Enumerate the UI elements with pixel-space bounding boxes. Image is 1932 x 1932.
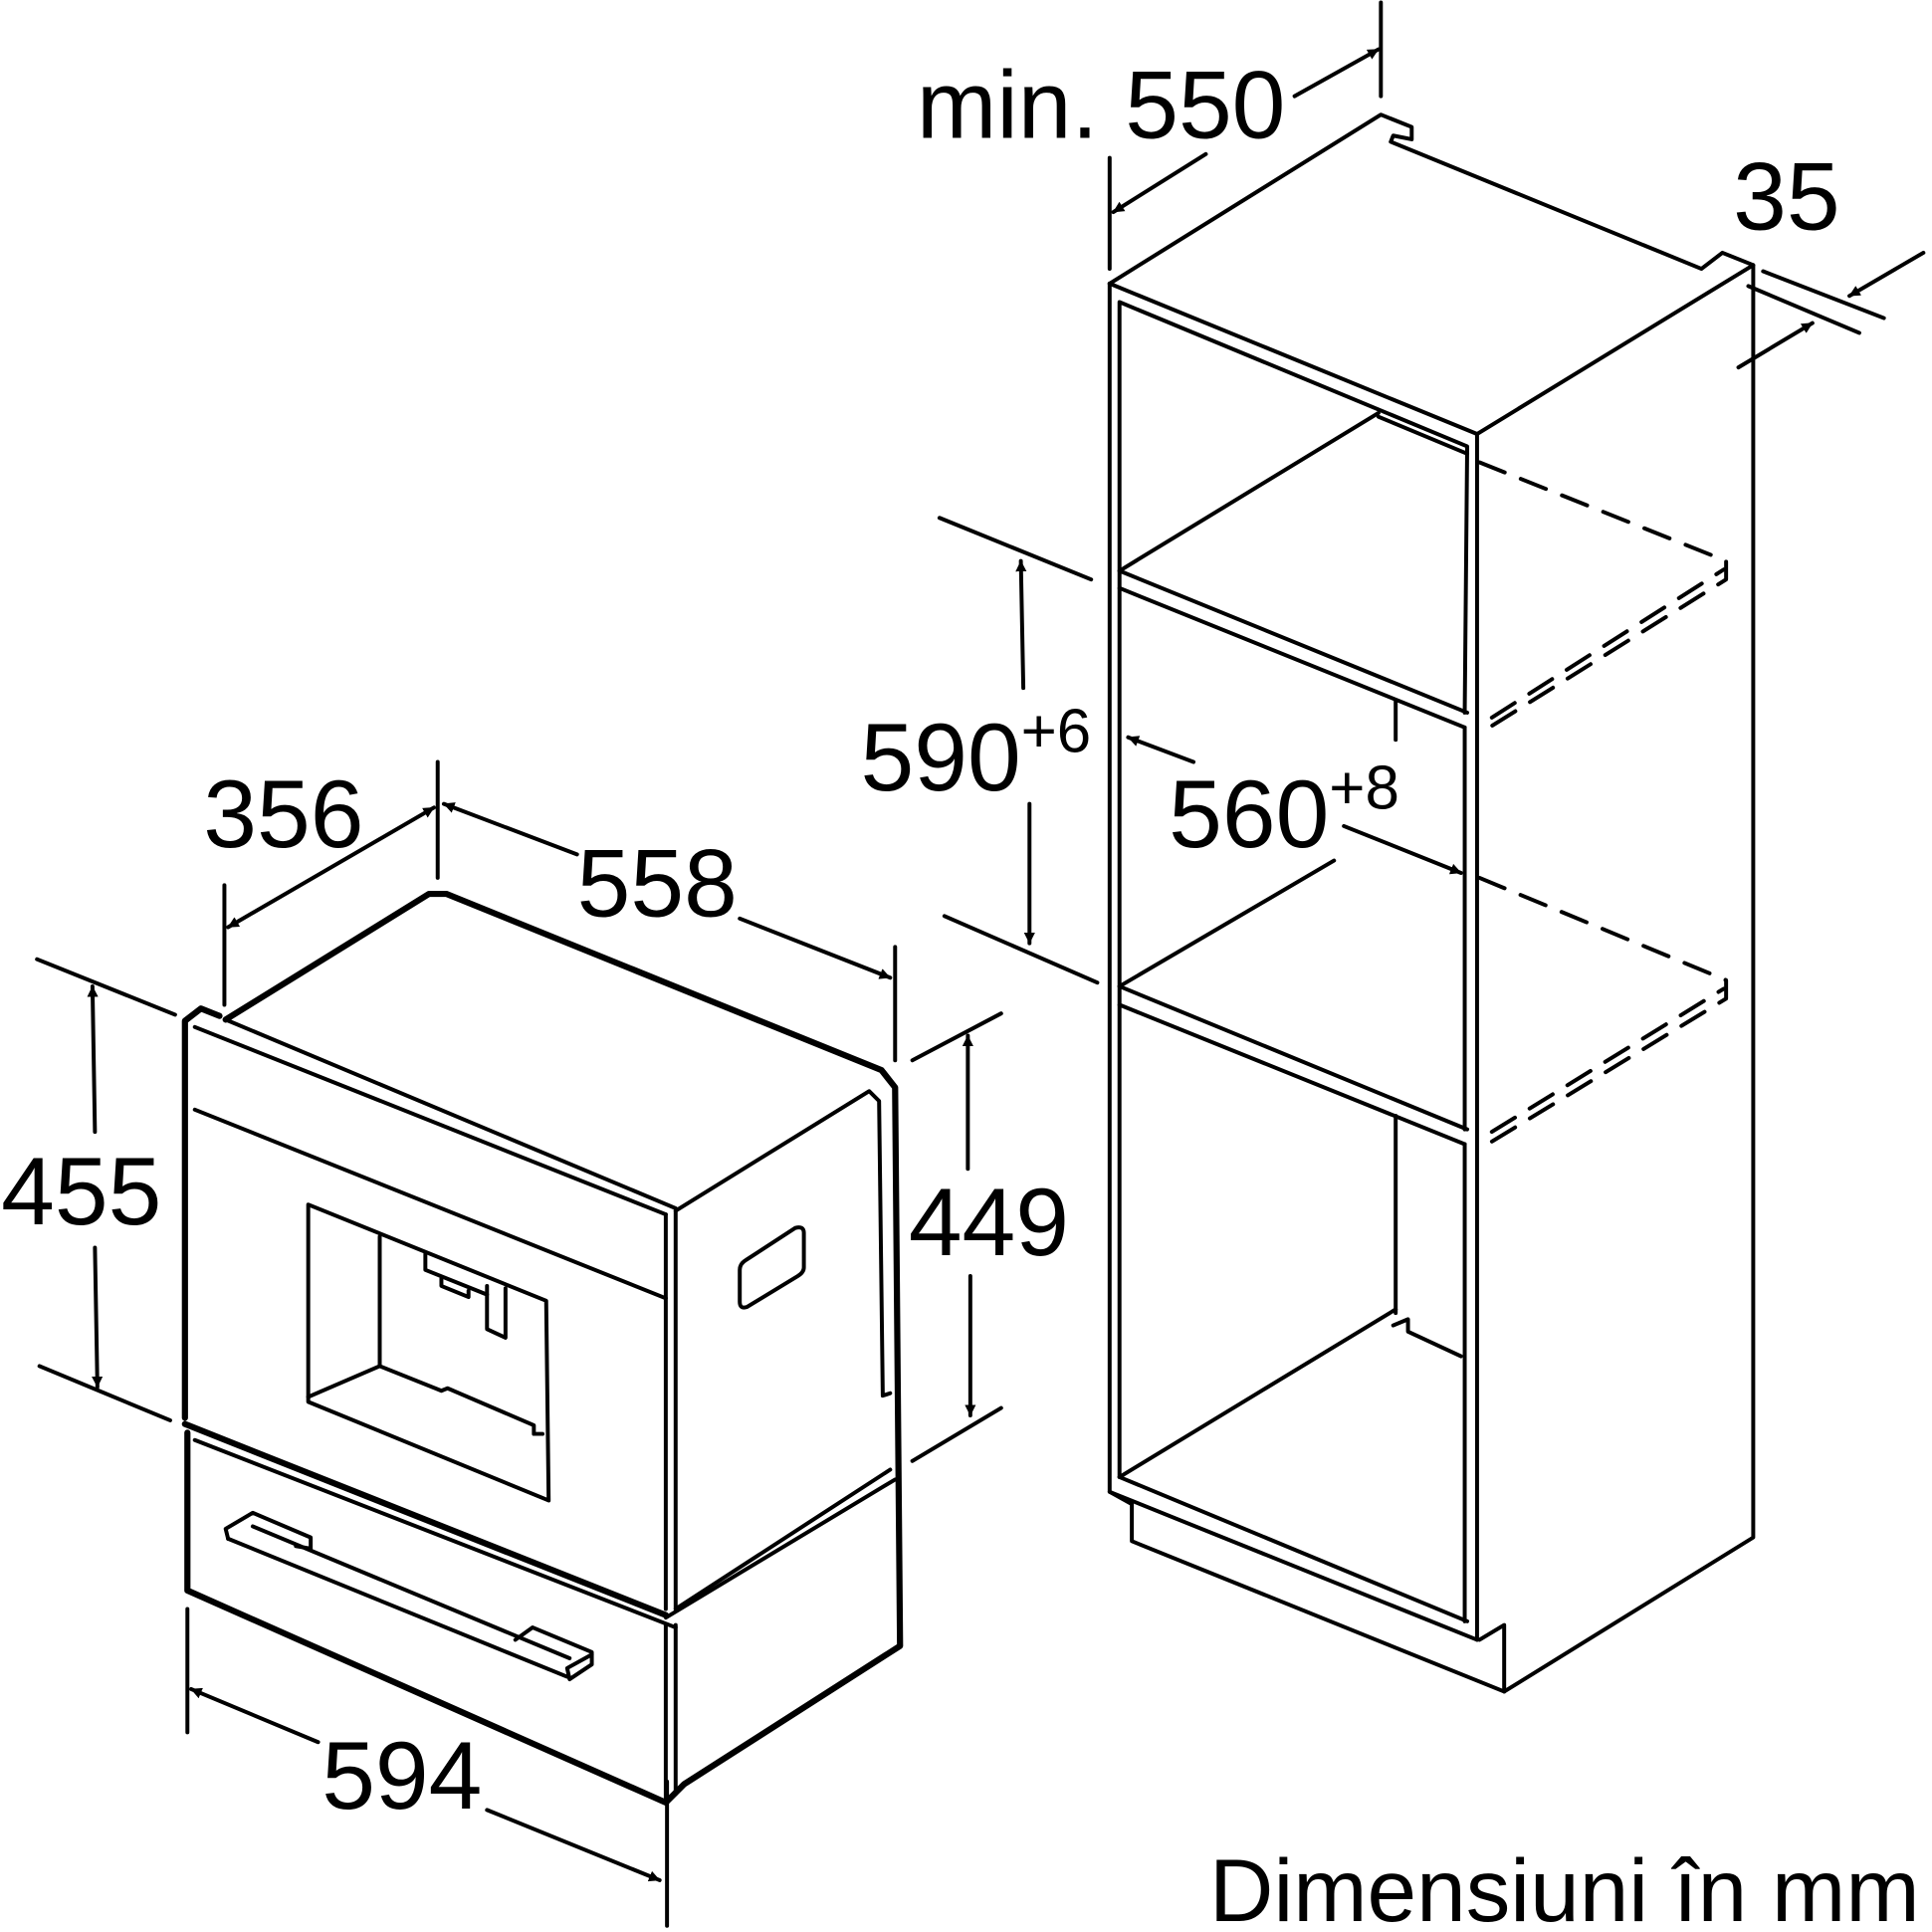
dim-594: 594 (322, 1723, 482, 1829)
dim-35: 35 (1733, 143, 1839, 250)
cabinet-dimension-lines (937, 0, 1926, 985)
dim-449: 449 (909, 1170, 1069, 1276)
dim-min-550: min. 550 (917, 53, 1286, 159)
dim-560: 560 (1169, 761, 1329, 868)
cabinet-drawing (1107, 112, 1756, 1694)
dim-590-tolerance: +6 (1021, 698, 1092, 766)
dim-356: 356 (203, 761, 363, 868)
dim-590: 590 (861, 705, 1021, 811)
dim-455: 455 (1, 1139, 161, 1245)
appliance-drawing (181, 890, 904, 1807)
appliance-dimension-lines (35, 759, 1003, 1928)
dim-558: 558 (577, 830, 738, 937)
dim-560-tolerance: +8 (1329, 754, 1399, 823)
units-caption: Dimensiuni în mm (1209, 1840, 1920, 1932)
